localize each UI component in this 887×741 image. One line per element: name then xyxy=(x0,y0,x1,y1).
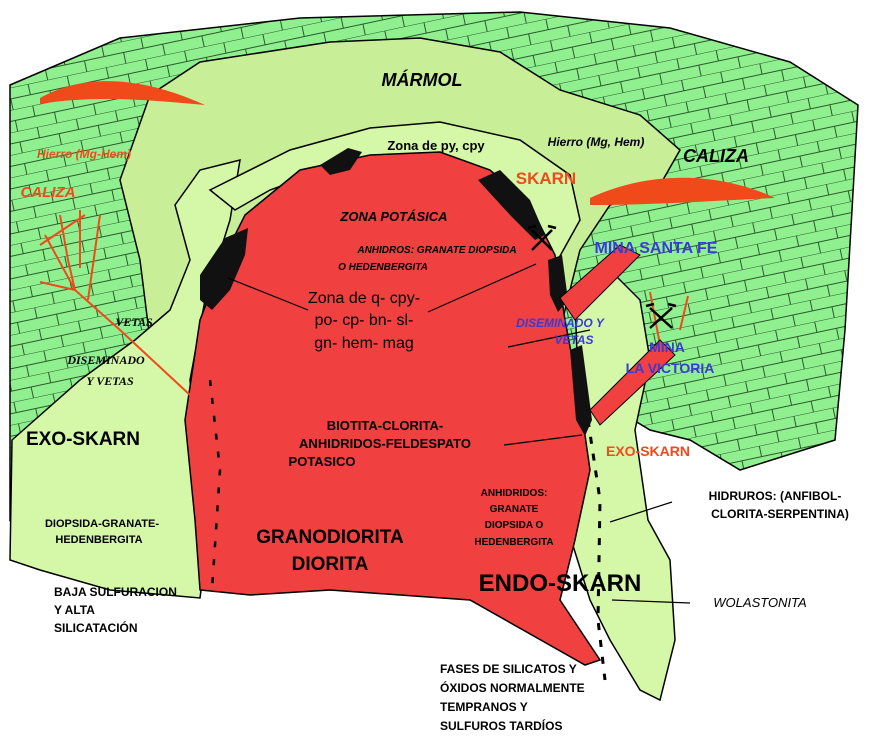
diseminado-right-label: DISEMINADO Y xyxy=(516,316,605,330)
mina-victoria-label: MINA xyxy=(649,339,685,355)
exo-skarn-right-label: EXO-SKARN xyxy=(606,443,690,459)
mina-santa-fe-label: MINA SANTA FE xyxy=(595,240,718,257)
hidruros-label: HIDRUROS: (ANFIBOL- xyxy=(709,489,842,503)
mina-victoria-label: LA VICTORIA xyxy=(626,360,715,376)
caliza-right-label: CALIZA xyxy=(683,146,749,166)
zona-q-label: Zona de q- cpy- xyxy=(308,290,420,307)
anhidros-label: ANHIDROS: GRANATE DIOPSIDA xyxy=(356,245,516,256)
granodiorita-label: GRANODIORITA xyxy=(256,527,404,548)
anhidros-label: O HEDENBERGITA xyxy=(338,262,428,273)
diseminado-right-label: VETAS xyxy=(554,333,593,347)
biotita-label: ANHIDRIDOS-FELDESPATO xyxy=(299,436,471,451)
zona-q-label: po- cp- bn- sl- xyxy=(315,312,414,329)
anhidridos-label: DIOPSIDA O xyxy=(485,520,544,531)
hierro-right-label: Hierro (Mg, Hem) xyxy=(548,135,645,149)
fases-silicatos-label: SULFUROS TARDÍOS xyxy=(440,718,562,733)
fases-silicatos-label: FASES DE SILICATOS Y xyxy=(440,662,577,676)
fases-silicatos-label: ÓXIDOS NORMALMENTE xyxy=(440,680,585,695)
exo-skarn-left-label: EXO-SKARN xyxy=(26,429,140,450)
diopsida-label: DIOPSIDA-GRANATE- xyxy=(45,518,159,530)
zona-potasica-label: ZONA POTÁSICA xyxy=(339,209,447,224)
anhidridos-label: GRANATE xyxy=(490,504,539,515)
endo-skarn-label: ENDO-SKARN xyxy=(479,570,642,597)
vetas-label: VETAS xyxy=(115,315,153,329)
zona-q-label: gn- hem- mag xyxy=(314,335,414,352)
diseminado-left-label: Y VETAS xyxy=(86,374,134,388)
baja-sulfuracion-label: SILICATACIÓN xyxy=(54,620,138,635)
baja-sulfuracion-label: Y ALTA xyxy=(54,603,95,617)
diopsida-label: HEDENBERGITA xyxy=(55,534,142,546)
hidruros-label: CLORITA-SERPENTINA) xyxy=(711,507,849,521)
caliza-left-label: CALIZA xyxy=(21,184,76,201)
fases-silicatos-label: TEMPRANOS Y xyxy=(440,700,528,714)
biotita-label: POTASICO xyxy=(289,454,356,469)
skarn-label: SKARN xyxy=(516,169,576,188)
zona-py-cpy-label: Zona de py, cpy xyxy=(387,138,485,153)
diseminado-left-label: DISEMINADO xyxy=(66,353,145,367)
anhidridos-label: HEDENBERGITA xyxy=(474,537,553,548)
biotita-label: BIOTITA-CLORITA- xyxy=(327,418,444,433)
baja-sulfuracion-label: BAJA SULFURACION xyxy=(54,585,177,599)
wolastonita-label: WOLASTONITA xyxy=(713,595,806,610)
hierro-left-label: Hierro (Mg-Hem) xyxy=(37,147,131,161)
granodiorita-label: DIORITA xyxy=(292,554,369,575)
anhidridos-label: ANHIDRIDOS: xyxy=(481,488,548,499)
marmol-label: MÁRMOL xyxy=(382,69,463,90)
